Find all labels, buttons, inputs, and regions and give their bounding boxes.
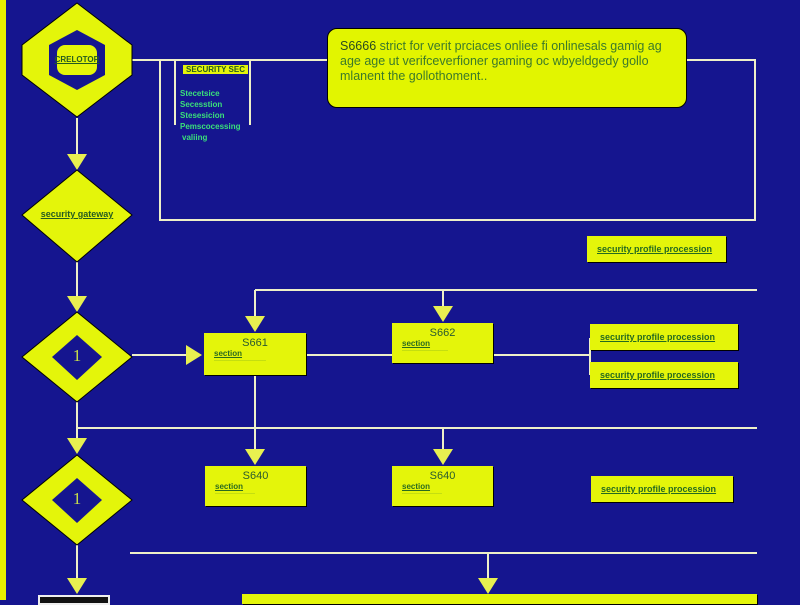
panel-header: SECURITY SEC	[183, 65, 248, 74]
box-subtitle: section	[214, 349, 243, 358]
bottom-end-node	[38, 595, 110, 605]
side-box[interactable]: security profile procession	[590, 324, 738, 350]
panel-item: valiing	[182, 133, 208, 142]
callout-text: strict for verit prciaces onliee fi onli…	[340, 39, 662, 83]
box-title: S661	[242, 337, 268, 349]
panel-item: Stesesicion	[180, 111, 225, 120]
bottom-process-bar[interactable]	[242, 594, 757, 604]
callout-id: S6666	[340, 39, 377, 53]
box-detail: ·······················	[402, 348, 448, 354]
decision-number: 1	[72, 489, 82, 508]
panel-list: Stecetsice Secesstion Stesesicion Pemsco…	[180, 88, 240, 143]
box-subtitle: section	[402, 482, 431, 491]
panel-item: Secesstion	[180, 100, 223, 109]
process-box-s640b[interactable]: S640 section ····················	[392, 466, 493, 506]
box-subtitle: section	[402, 339, 431, 348]
decision-shape	[21, 169, 133, 263]
side-box[interactable]: security profile procession	[590, 362, 738, 388]
box-title: S640	[242, 470, 269, 482]
box-detail: ····················	[402, 491, 442, 497]
callout-note: S6666 strict for verit prciaces onliee f…	[327, 28, 687, 108]
side-box[interactable]: security profile procession	[591, 476, 733, 502]
left-border	[0, 0, 6, 600]
decision-number: 1	[72, 346, 82, 365]
process-box-s661[interactable]: S661 section ··························	[204, 333, 306, 375]
box-detail: ····················	[215, 491, 255, 497]
panel-item: Stecetsice	[180, 89, 220, 98]
box-subtitle: section	[215, 482, 244, 491]
box-detail: ··························	[214, 358, 266, 364]
panel-item: Pemscocessing	[180, 122, 241, 131]
box-title: S662	[429, 327, 456, 339]
decision-label: security gateway	[40, 209, 114, 219]
side-box[interactable]: security profile procession	[587, 236, 726, 262]
process-box-s640[interactable]: S640 section ····················	[205, 466, 306, 506]
box-title: S640	[429, 470, 456, 482]
process-box-s662[interactable]: S662 section ·······················	[392, 323, 493, 363]
start-node-label: CRELOTOR	[54, 55, 100, 64]
